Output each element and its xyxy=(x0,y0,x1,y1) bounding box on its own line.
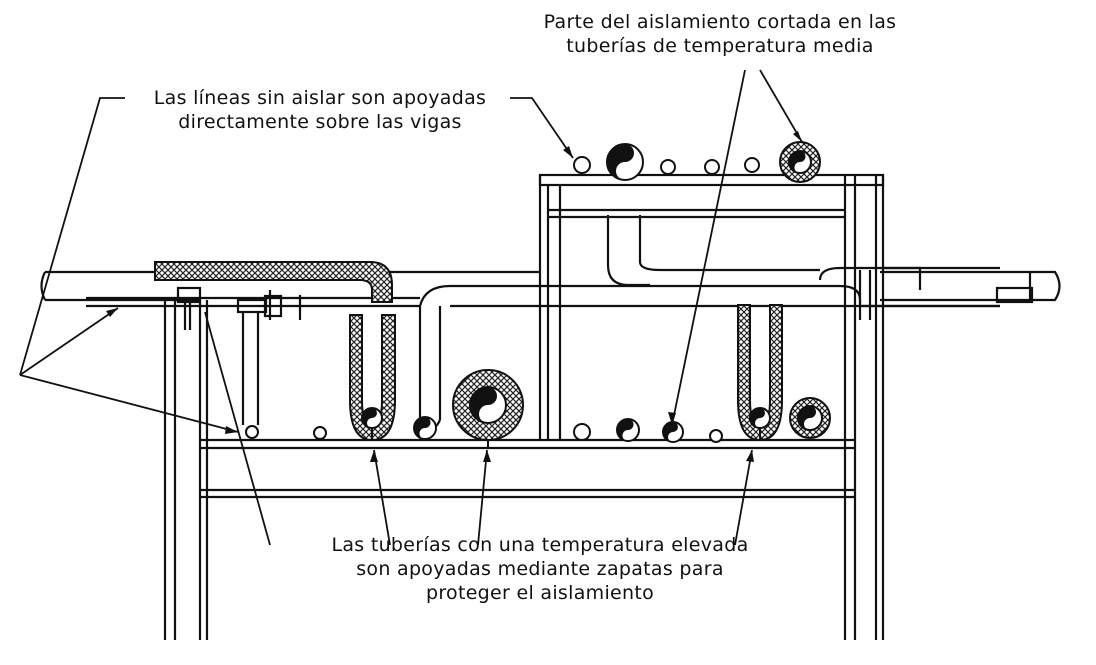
insulated-pipe-top-left xyxy=(154,261,393,303)
label-top-right: Parte del aislamiento cortada en las tub… xyxy=(540,10,900,58)
pipe-section xyxy=(573,423,591,441)
long-pipe-right xyxy=(880,270,1061,304)
pipe-section xyxy=(245,425,259,439)
right-elbow xyxy=(818,266,922,290)
pipe-section xyxy=(573,156,591,174)
label-top-right-line2: tuberías de temperatura media xyxy=(566,35,874,57)
label-top-right-line1: Parte del aislamiento cortada en las xyxy=(543,11,897,33)
pipe-section xyxy=(744,157,760,173)
label-bottom-line3: proteger el aislamiento xyxy=(425,582,655,604)
right-column xyxy=(843,175,885,640)
label-bottom-line1: Las tuberías con una temperatura elevada xyxy=(331,534,749,556)
label-top-left-line2: directamente sobre las vigas xyxy=(178,111,462,133)
valve-drop xyxy=(236,290,302,425)
left-column xyxy=(163,300,209,640)
leader-lines xyxy=(19,69,803,546)
support-stub xyxy=(176,286,202,330)
middle-pipe xyxy=(86,270,1000,432)
label-bottom: Las tuberías con una temperatura elevada… xyxy=(290,533,790,605)
arrowheads xyxy=(106,131,802,462)
label-top-left: Las líneas sin aislar son apoyadas direc… xyxy=(120,86,520,134)
upper-frame xyxy=(538,173,885,440)
pipe-section xyxy=(313,426,327,440)
upper-vertical-pipe xyxy=(606,215,820,287)
lower-beam xyxy=(200,438,855,499)
label-bottom-line2: son apoyadas mediante zapatas para xyxy=(356,558,724,580)
pipe-section xyxy=(704,159,720,175)
long-pipe-upper xyxy=(40,270,200,302)
pipe-section xyxy=(660,159,676,175)
pipe-section xyxy=(709,429,723,443)
label-top-left-line1: Las líneas sin aislar son apoyadas xyxy=(153,87,487,109)
